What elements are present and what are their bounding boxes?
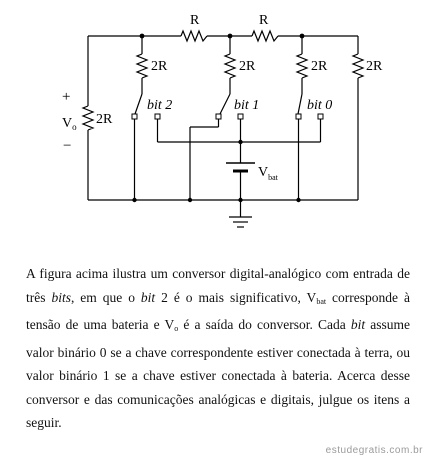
branch-resistor-bit1 [223, 53, 237, 79]
output-resistor [81, 105, 95, 131]
series-resistor-2 [251, 29, 279, 43]
question-paragraph: A figura acima ilustra um conversor digi… [26, 266, 410, 430]
termination-resistor [351, 53, 365, 79]
switch-blade-bit2 [134, 93, 143, 115]
ground-icon [229, 216, 252, 228]
switch-label-bit2: bit 2 [147, 98, 172, 113]
branch-resistor-bit0 [295, 53, 309, 79]
termination-resistor-label: 2R [366, 59, 383, 74]
switch-label-bit0: bit 0 [307, 98, 332, 113]
branch-resistor-bit2-label: 2R [151, 59, 168, 74]
switch-blade-bit1 [219, 93, 231, 115]
switch-blade-bit0 [297, 93, 303, 115]
switch-label-bit1: bit 1 [234, 98, 259, 113]
series-resistor-1 [180, 29, 208, 43]
branch-resistor-bit2 [135, 53, 149, 79]
output-minus-sign: − [63, 138, 71, 154]
series-resistor-2-label: R [259, 13, 269, 28]
dac-circuit-diagram: R R + − Vo 2R 2R 2R bit 2 2R bit 1 2R bi… [62, 13, 383, 228]
battery-voltage-label: Vbat [258, 165, 279, 182]
series-resistor-1-label: R [190, 13, 200, 28]
watermark: estudegratis.com.br [325, 445, 423, 456]
branch-resistor-bit1-label: 2R [239, 59, 256, 74]
branch-resistor-bit0-label: 2R [311, 59, 328, 74]
output-resistor-label: 2R [96, 112, 113, 127]
output-plus-sign: + [62, 89, 70, 105]
output-voltage-label: Vo [62, 116, 77, 132]
